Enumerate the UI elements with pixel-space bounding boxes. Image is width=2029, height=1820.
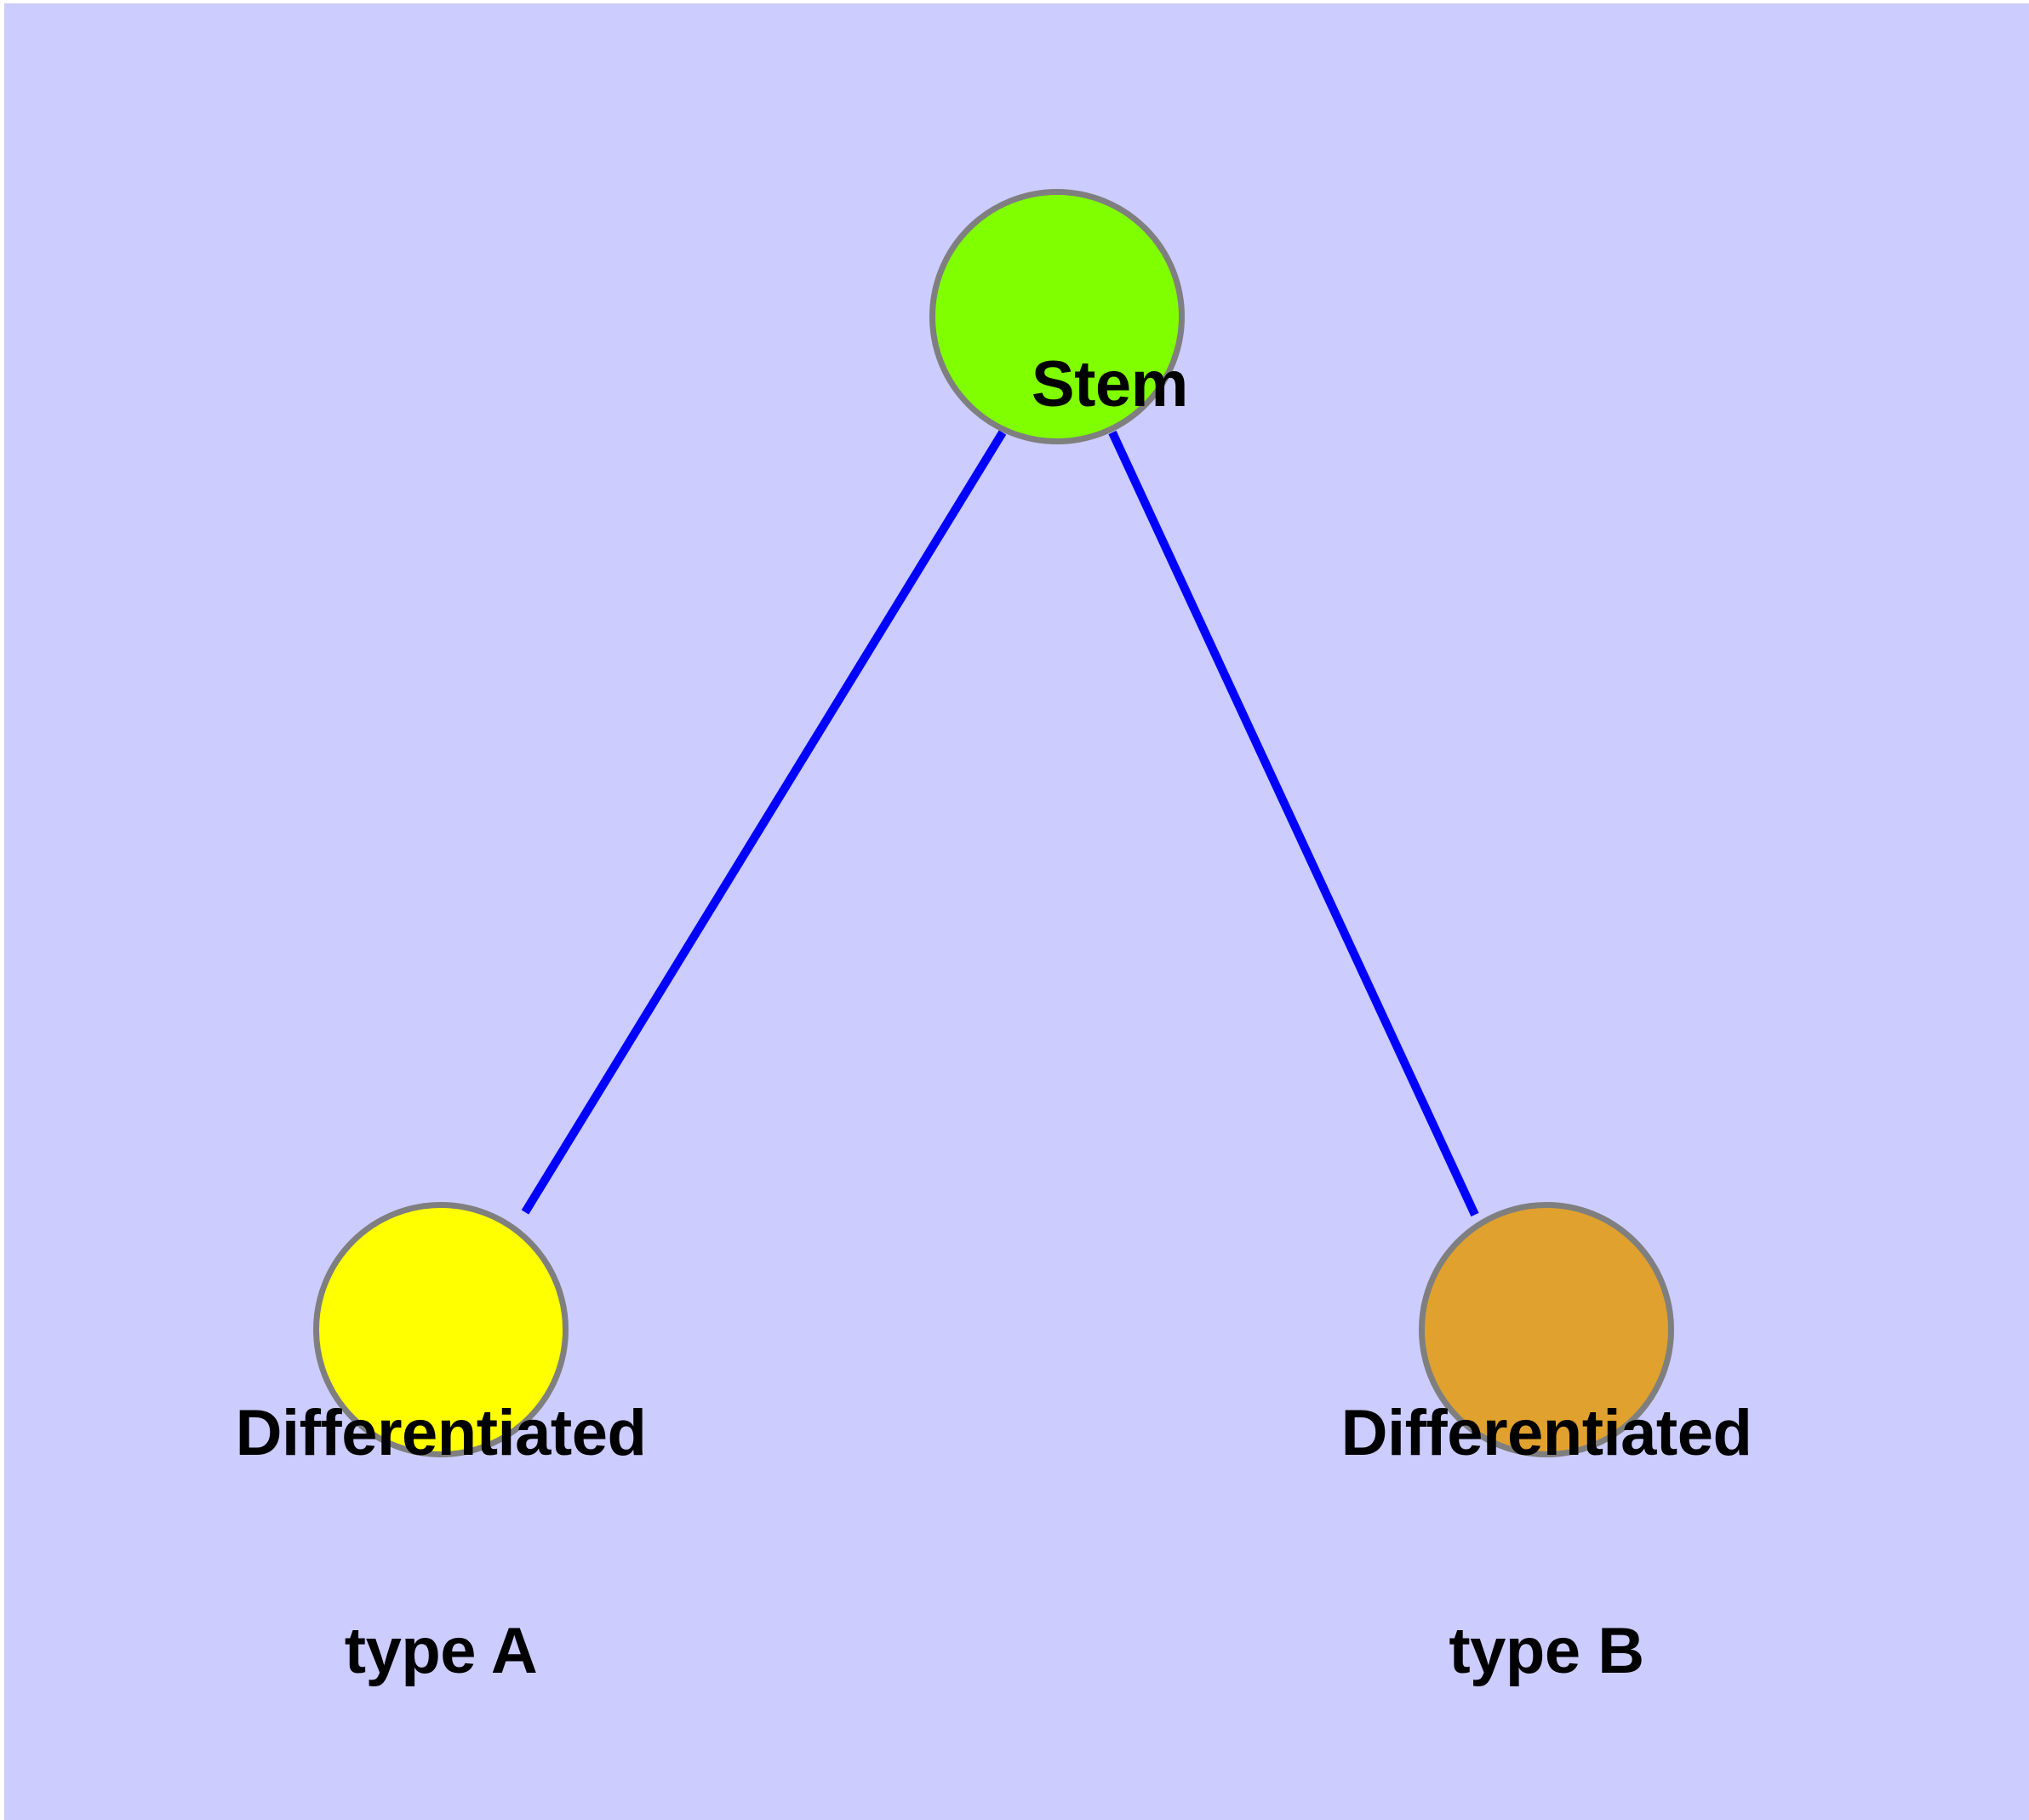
edge-stem-to-differentiated-type-a xyxy=(521,430,1007,1215)
node-differentiated-type-b-circle[interactable] xyxy=(1419,1202,1674,1457)
node-stem-circle[interactable] xyxy=(929,189,1185,444)
edge-stem-to-differentiated-type-b xyxy=(1108,430,1479,1217)
node-differentiated-type-a-circle[interactable] xyxy=(313,1202,569,1457)
